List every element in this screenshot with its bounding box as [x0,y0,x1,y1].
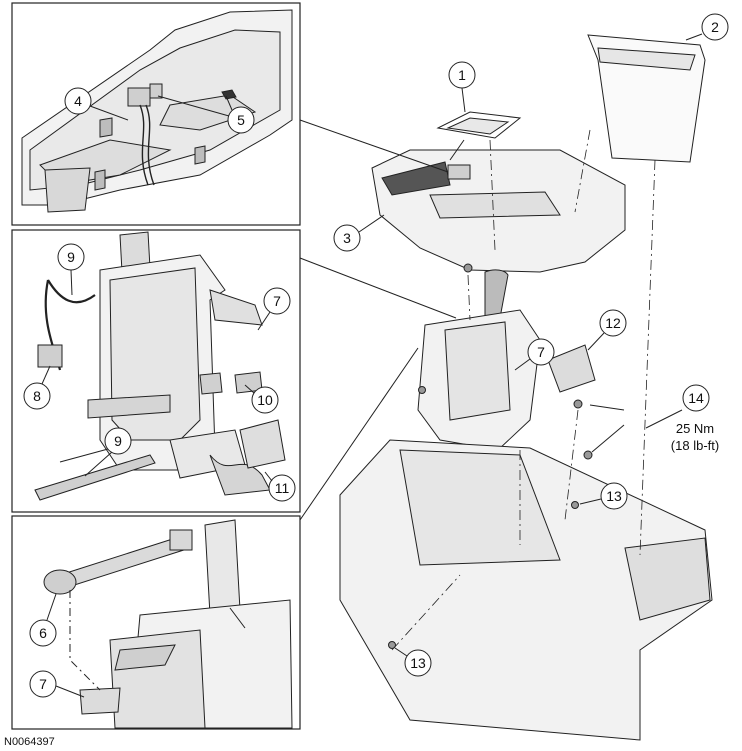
svg-text:6: 6 [39,625,47,641]
leader-lines [229,33,703,629]
svg-text:1: 1 [458,67,466,83]
svg-text:2: 2 [711,19,719,35]
callout-14: 14 [682,384,710,412]
dashed-alignment-lines [391,129,656,651]
console-panel-underside-drawing [21,9,293,213]
svg-text:10: 10 [257,392,273,408]
shifter-knob-part [484,269,509,319]
callout-5: 5 [157,95,255,134]
svg-text:12: 12 [605,315,621,331]
callout-13-right: 13 [579,482,628,510]
callout-12: 12 [587,309,627,351]
svg-text:14: 14 [688,390,704,406]
callout-9-top: 9 [57,243,85,296]
shift-cable-detail-drawing [43,519,293,729]
callout-11: 11 [264,471,296,502]
svg-text:(18 lb-ft): (18 lb-ft) [671,438,719,453]
svg-text:7: 7 [39,676,47,692]
svg-text:4: 4 [74,93,82,109]
callout-4: 4 [64,87,129,121]
svg-text:5: 5 [237,112,245,128]
svg-text:9: 9 [67,249,75,265]
svg-text:25 Nm: 25 Nm [676,421,714,436]
callout-13-left: 13 [394,647,432,677]
figure-id: N0064397 [4,736,55,748]
callout-7-main: 7 [514,338,555,371]
shifter-assembly-detail-drawing [34,231,286,501]
svg-text:11: 11 [275,480,290,496]
callout-3: 3 [333,214,385,252]
torque-spec-label: 25 Nm (18 lb-ft) [671,421,719,453]
svg-text:7: 7 [273,293,281,309]
callout-6: 6 [29,593,57,647]
callout-2: 2 [701,13,729,41]
svg-text:9: 9 [114,433,122,449]
callout-7-bottom: 7 [29,670,85,698]
svg-text:13: 13 [410,655,426,671]
svg-text:7: 7 [537,344,545,360]
callout-8: 8 [23,365,51,410]
callout-9-bottom: 9 [59,427,132,477]
svg-text:8: 8 [33,388,41,404]
callout-7-middle: 7 [257,287,291,331]
main-exploded-view [339,34,713,741]
callout-1: 1 [448,61,476,113]
svg-text:3: 3 [343,230,351,246]
svg-text:13: 13 [606,488,622,504]
callout-10: 10 [244,384,279,414]
